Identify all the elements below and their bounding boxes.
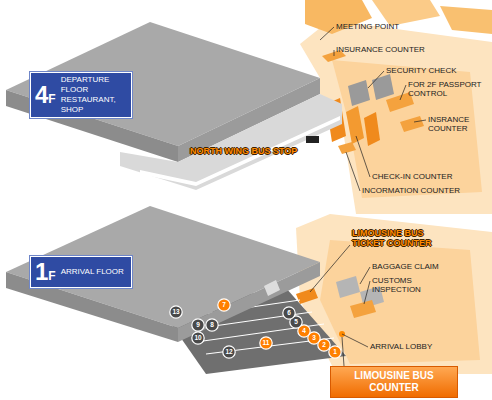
floor-number: 4F (35, 83, 56, 107)
information-counter (338, 142, 356, 154)
callout-circle (329, 346, 341, 358)
callout-circle (260, 337, 272, 349)
area-label: INCORMATION COUNTER (362, 186, 487, 195)
callout-number: 7 (217, 298, 231, 312)
callout-number: 8 (205, 318, 219, 332)
callout-number: 12 (222, 345, 236, 359)
customs-desk (350, 300, 376, 318)
insurance-counter (400, 116, 424, 132)
area-label: SECURITY CHECK (386, 66, 476, 75)
floor-description: DEPARTURE FLOOR RESTAURANT, SHOP (61, 75, 127, 115)
bus-symbol (306, 136, 319, 143)
area-label: INSURANCE COUNTER (336, 45, 446, 54)
callout-number: 7 (217, 298, 231, 312)
callout-circle (283, 307, 295, 319)
hall-structure (440, 6, 492, 34)
callout-number: 6 (282, 306, 296, 320)
area-label: ARRIVAL LOBBY (370, 342, 460, 351)
terminal-roof (6, 206, 320, 328)
area-label: CHECK-IN COUNTER (372, 172, 482, 181)
callout-circle (192, 332, 204, 344)
callout-circle (223, 346, 235, 358)
callout-circle (192, 319, 204, 331)
highlight-label: LIMOUSINE BUS TICKET COUNTER (352, 228, 452, 248)
stairs (264, 280, 280, 296)
area-label: MEETING POINT (336, 22, 426, 31)
security-gate (348, 80, 370, 106)
floor-description: ARRIVAL FLOOR (61, 267, 127, 277)
departure-deck (120, 94, 342, 190)
area-label: FOR 2F PASSPORT CONTROL (408, 80, 490, 98)
hall-floor (320, 240, 480, 364)
callout-number: 12 (222, 345, 236, 359)
floor-number: 1F (35, 260, 56, 284)
area-label: CUSTOMS INSPECTION (372, 276, 424, 294)
callout-number: 11 (259, 336, 273, 350)
roof-face (178, 262, 320, 342)
check-in-counter (346, 106, 364, 144)
area-label: INSRANCE COUNTER (428, 115, 484, 133)
floor-badge: 4FDEPARTURE FLOOR RESTAURANT, SHOP (30, 72, 132, 118)
callout-number: 9 (191, 318, 205, 332)
callout-number: 10 (191, 331, 205, 345)
callout-circle (206, 319, 218, 331)
leader-lines (310, 27, 426, 366)
counter-name: LIMOUSINE BUS COUNTER (345, 370, 443, 394)
callout-number: 13 (169, 305, 183, 319)
area-label: BAGGAGE CLAIM (372, 262, 462, 271)
road-stripe (140, 116, 340, 186)
baggage-claim (336, 276, 360, 298)
callout-number: 8 (205, 318, 219, 332)
check-in-counter (364, 112, 380, 146)
floor-badge: 1F ARRIVAL FLOOR (30, 256, 132, 288)
highlight-label: NORTH WING BUS STOP (190, 146, 330, 156)
security-gate (372, 74, 394, 100)
callout-number: 11 (259, 336, 273, 350)
callout-number: 9 (191, 318, 205, 332)
callout-number: 10 (191, 331, 205, 345)
callout-circle (170, 306, 182, 318)
callout-number: 6 (282, 306, 296, 320)
bus-counter-box: LIMOUSINE BUS COUNTER (330, 366, 458, 398)
ticket-counter (296, 288, 318, 304)
callout-circle (218, 299, 230, 311)
callout-number: 13 (169, 305, 183, 319)
arrival-hall (296, 214, 492, 374)
